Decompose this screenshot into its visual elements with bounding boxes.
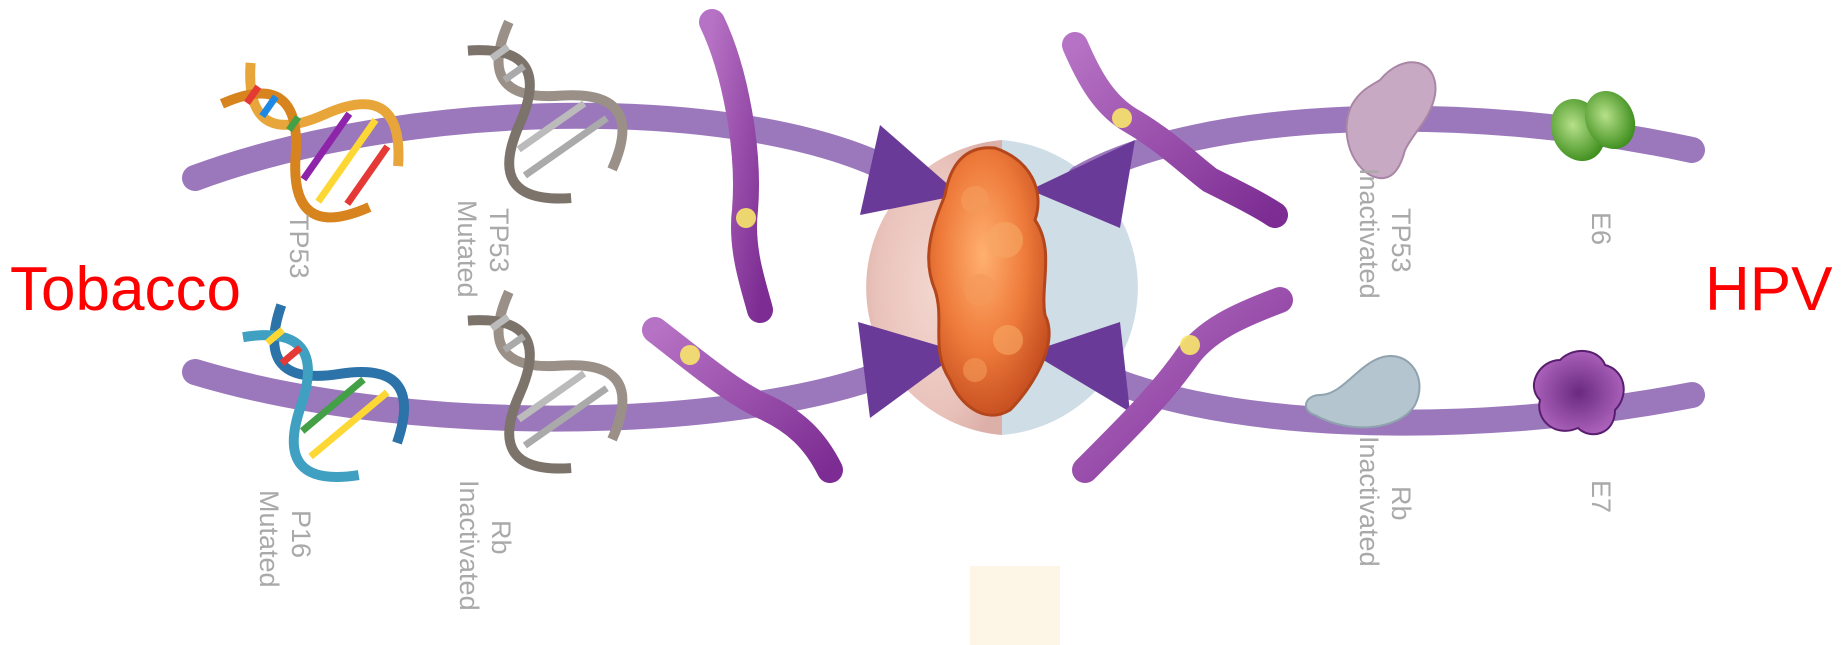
svg-text:TP53: TP53 — [484, 208, 514, 273]
svg-text:E7: E7 — [1586, 480, 1616, 513]
e6-protein-icon — [1541, 83, 1645, 170]
protein-blob-icon — [1347, 62, 1436, 178]
svg-text:Inactivated: Inactivated — [454, 480, 484, 611]
rb-inactivated-label: Rb Inactivated — [1354, 436, 1416, 567]
hpv-side-label: HPV — [1705, 255, 1833, 324]
chromosome-icon — [712, 22, 760, 310]
placeholder-box — [970, 566, 1060, 645]
e7-protein-icon — [1534, 351, 1624, 434]
tp53-label: TP53 — [284, 214, 314, 279]
svg-text:E6: E6 — [1586, 212, 1616, 245]
tumor-mass-icon — [929, 148, 1049, 415]
svg-text:TP53: TP53 — [284, 214, 314, 279]
rb-inactivated-label: Rb Inactivated — [454, 480, 516, 611]
svg-text:Rb: Rb — [1386, 486, 1416, 521]
p16-mutated-label: P16 Mutated — [254, 490, 316, 588]
tp53-inactivated-label: TP53 Inactivated — [1354, 168, 1416, 299]
svg-text:P16: P16 — [286, 510, 316, 558]
svg-text:TP53: TP53 — [1386, 208, 1416, 273]
gray-dna-helix-icon — [437, 270, 643, 489]
svg-text:Inactivated: Inactivated — [1354, 436, 1384, 567]
svg-text:Rb: Rb — [486, 520, 516, 555]
svg-text:Inactivated: Inactivated — [1354, 168, 1384, 299]
e7-label: E7 — [1586, 480, 1616, 513]
e6-label: E6 — [1586, 212, 1616, 245]
svg-text:Mutated: Mutated — [452, 200, 482, 298]
tobacco-side-label: Tobacco — [10, 255, 241, 324]
tp53-mutated-label: TP53 Mutated — [452, 200, 514, 298]
protein-blob-icon — [1306, 356, 1420, 427]
svg-text:Mutated: Mutated — [254, 490, 284, 588]
